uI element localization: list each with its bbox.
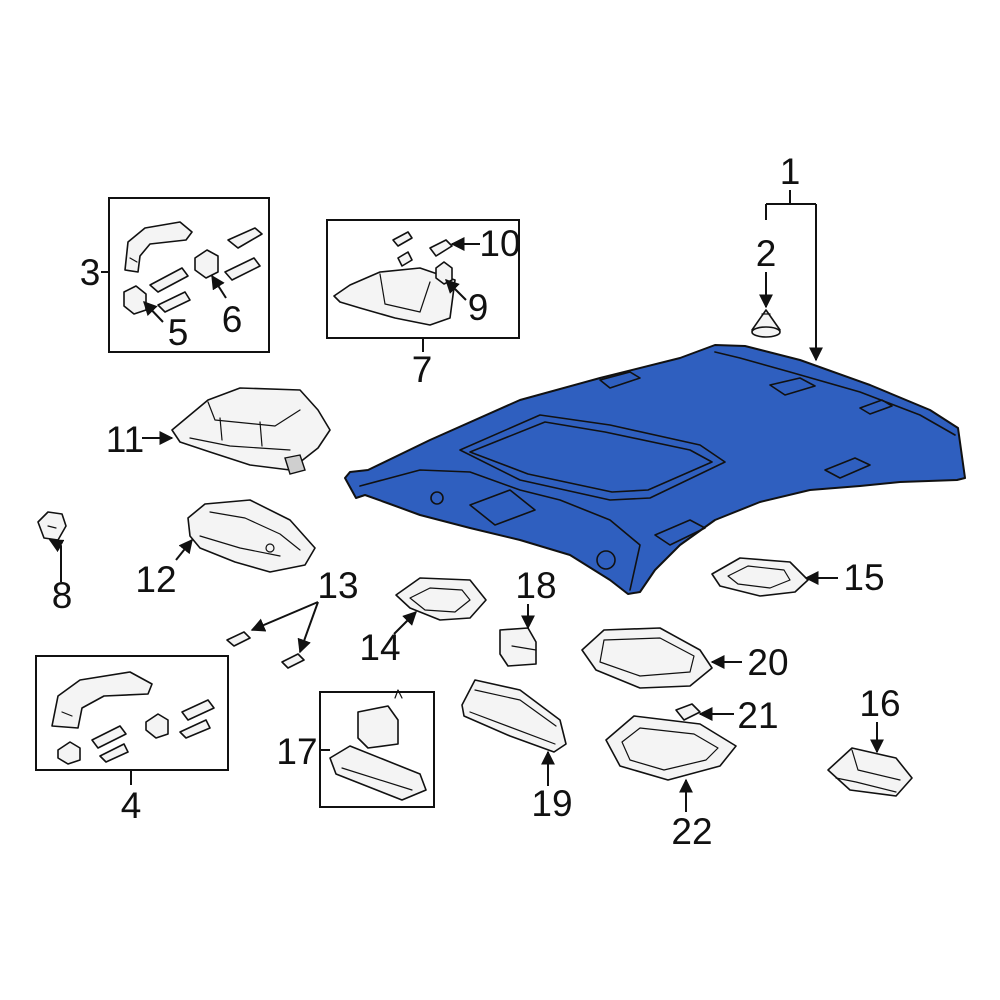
callout-19: 19 (531, 783, 572, 824)
grab-handle-part[interactable] (124, 221, 193, 273)
callout-7: 7 (412, 349, 433, 390)
callout-21: 21 (737, 695, 778, 736)
headliner-part[interactable] (344, 344, 966, 595)
callout-3: 3 (80, 252, 101, 293)
retainer-clip-part[interactable] (37, 511, 67, 541)
bulb-part[interactable] (226, 631, 305, 669)
callout-17: 17 (276, 731, 317, 772)
dome-lamp-lens-part[interactable] (711, 557, 809, 597)
callout-20: 20 (747, 642, 788, 683)
callout-18: 18 (515, 565, 556, 606)
callout-9: 9 (468, 287, 489, 328)
callout-1: 1 (780, 151, 801, 192)
callout-13: 13 (317, 565, 358, 606)
overhead-console-part[interactable] (171, 387, 331, 475)
lamp-socket-part[interactable] (499, 627, 537, 667)
map-lamp-housing-part[interactable] (395, 577, 487, 621)
bulb-small-part[interactable] (675, 703, 701, 721)
callout-16: 16 (859, 683, 900, 724)
sun-visor-part[interactable] (333, 267, 456, 326)
callout-5: 5 (168, 312, 189, 353)
rear-handle-clips (57, 699, 215, 765)
callout-labels: 1 2 3 5 6 10 9 7 11 8 12 13 14 15 18 20 … (52, 151, 901, 852)
callout-8: 8 (52, 575, 73, 616)
clip-part[interactable] (751, 309, 781, 338)
callout-2: 2 (756, 233, 777, 274)
handle-spring-clips (149, 227, 263, 313)
lamp-kit-part[interactable] (329, 689, 427, 801)
lamp-cover-part[interactable] (605, 715, 737, 781)
callout-22: 22 (671, 811, 712, 852)
switch-panel-part[interactable] (461, 679, 567, 753)
callout-12: 12 (135, 559, 176, 600)
visor-cap-part[interactable] (429, 239, 453, 257)
callout-4: 4 (121, 785, 142, 826)
callout-10: 10 (479, 223, 520, 264)
callout-11: 11 (106, 419, 144, 460)
rear-grab-handle-part[interactable] (51, 671, 153, 729)
handle-cover-part[interactable] (123, 285, 147, 315)
control-module-part[interactable] (827, 747, 913, 797)
callout-15: 15 (843, 557, 884, 598)
console-base-part[interactable] (187, 499, 316, 573)
callout-14: 14 (359, 627, 400, 668)
leader-lines (48, 190, 884, 812)
callout-6: 6 (222, 299, 243, 340)
handle-clip-part[interactable] (194, 249, 219, 279)
visor-small-parts (392, 231, 413, 267)
visor-clip-part[interactable] (435, 261, 453, 285)
grab-handle-kit-frame (108, 197, 270, 353)
dome-lens-part[interactable] (581, 627, 713, 689)
